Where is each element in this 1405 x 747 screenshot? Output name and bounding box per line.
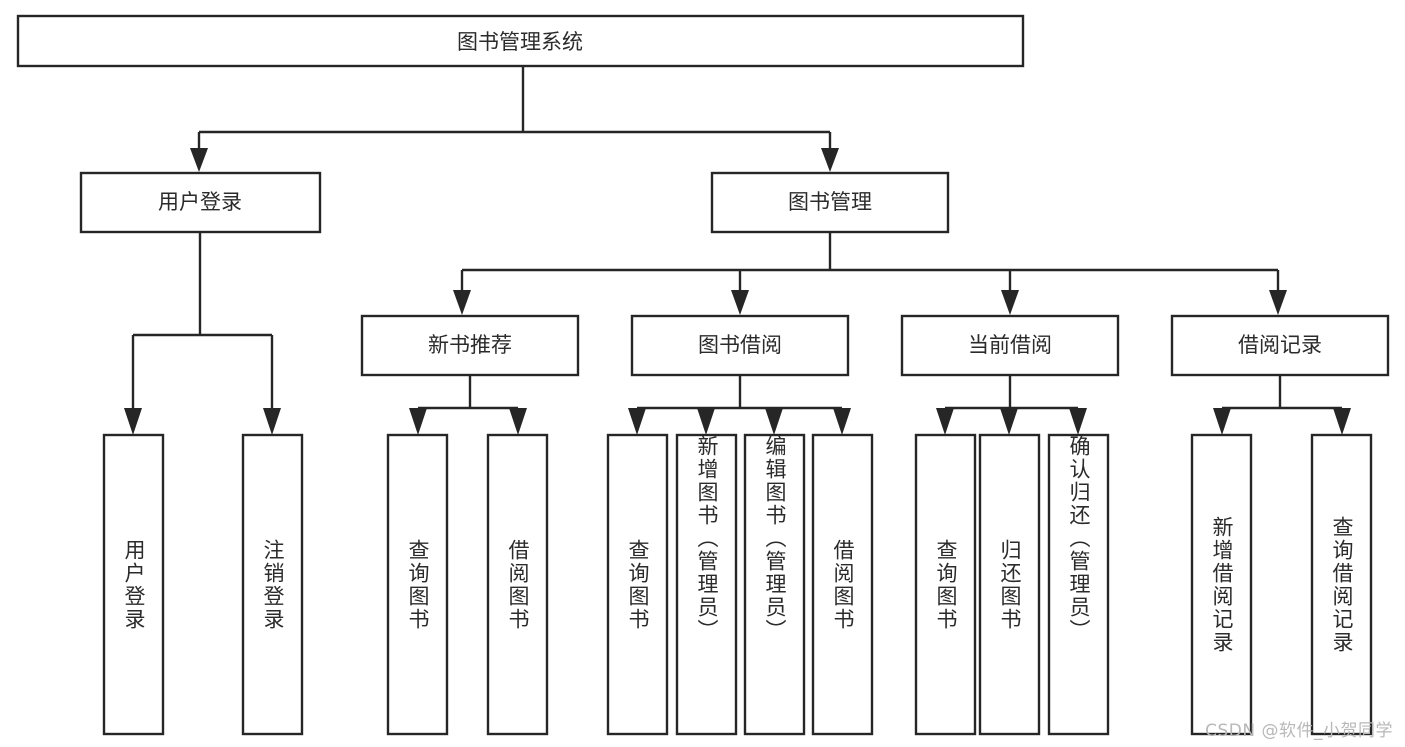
leaf-box-book-borrow-2[interactable] [675, 433, 738, 736]
node-current-borrow[interactable]: 当前借阅 [900, 314, 1120, 377]
arrowhead-newbook-leaf-1-icon [409, 408, 427, 435]
arrowhead-bookborrow-leaf-1-icon [628, 408, 646, 435]
csdn-watermark: CSDN @软件_小贺同学 [1205, 721, 1393, 741]
leaf-box-current-borrow-3[interactable] [1047, 433, 1110, 736]
node-root[interactable]: 图书管理系统 [16, 14, 1025, 68]
leaf-box-current-borrow-1[interactable] [914, 433, 977, 736]
leaf-box-book-borrow-3[interactable] [743, 433, 806, 736]
arrowhead-to-book-borrow-icon [731, 290, 749, 315]
leaf-box-new-book-2[interactable] [486, 433, 549, 736]
node-book-borrow[interactable]: 图书借阅 [630, 314, 850, 377]
arrowhead-to-borrow-record-icon [1269, 290, 1287, 315]
node-user-login[interactable]: 用户登录 [79, 171, 322, 234]
node-borrow-record[interactable]: 借阅记录 [1170, 314, 1390, 377]
node-new-book-recommend[interactable]: 新书推荐 [360, 314, 580, 377]
node-new-book-recommend-box[interactable] [360, 314, 580, 377]
node-book-borrow-box[interactable] [630, 314, 850, 377]
leaf-box-borrow-record-2[interactable] [1310, 433, 1373, 736]
arrowhead-newbook-leaf-2-icon [509, 408, 527, 435]
leaf-box-book-borrow-1[interactable] [606, 433, 669, 736]
node-book-management[interactable]: 图书管理 [710, 171, 950, 234]
node-book-borrow-label: 图书借阅 [698, 333, 782, 357]
leaf-box-borrow-record-1[interactable] [1190, 433, 1253, 736]
arrowhead-currentborrow-leaf-2-icon [1000, 408, 1018, 435]
node-current-borrow-label: 当前借阅 [968, 333, 1052, 357]
leaf-box-user-login-1[interactable] [102, 433, 165, 736]
node-root-label: 图书管理系统 [457, 30, 583, 54]
node-new-book-recommend-label: 新书推荐 [428, 333, 512, 357]
arrowhead-currentborrow-leaf-3-icon [1069, 408, 1087, 435]
arrowhead-root-to-login-icon [190, 148, 208, 172]
leaf-box-user-login-2[interactable] [241, 433, 304, 736]
node-book-management-label: 图书管理 [788, 190, 872, 214]
arrowhead-to-current-borrow-icon [1001, 290, 1019, 315]
arrowhead-to-new-book-icon [453, 290, 471, 315]
node-book-management-box[interactable] [710, 171, 950, 234]
node-user-login-label: 用户登录 [158, 190, 242, 214]
leaf-box-new-book-1[interactable] [386, 433, 449, 736]
arrowhead-userlogin-leaf-2-icon [263, 408, 281, 435]
arrowhead-bookborrow-leaf-4-icon [833, 408, 851, 435]
node-current-borrow-box[interactable] [900, 314, 1120, 377]
leaf-box-book-borrow-4[interactable] [811, 433, 874, 736]
leaf-box-current-borrow-2[interactable] [978, 433, 1041, 736]
arrowhead-borrowrecord-leaf-1-icon [1213, 408, 1231, 435]
node-root-box[interactable] [16, 14, 1025, 68]
arrowhead-bookborrow-leaf-2-icon [697, 408, 715, 435]
node-borrow-record-label: 借阅记录 [1238, 333, 1322, 357]
arrowhead-root-to-bookmgmt-icon [821, 148, 839, 172]
arrowhead-borrowrecord-leaf-2-icon [1333, 408, 1351, 435]
arrowhead-userlogin-leaf-1-icon [124, 408, 142, 435]
arrowhead-bookborrow-leaf-3-icon [765, 408, 783, 435]
node-borrow-record-box[interactable] [1170, 314, 1390, 377]
arrowhead-currentborrow-leaf-1-icon [936, 408, 954, 435]
